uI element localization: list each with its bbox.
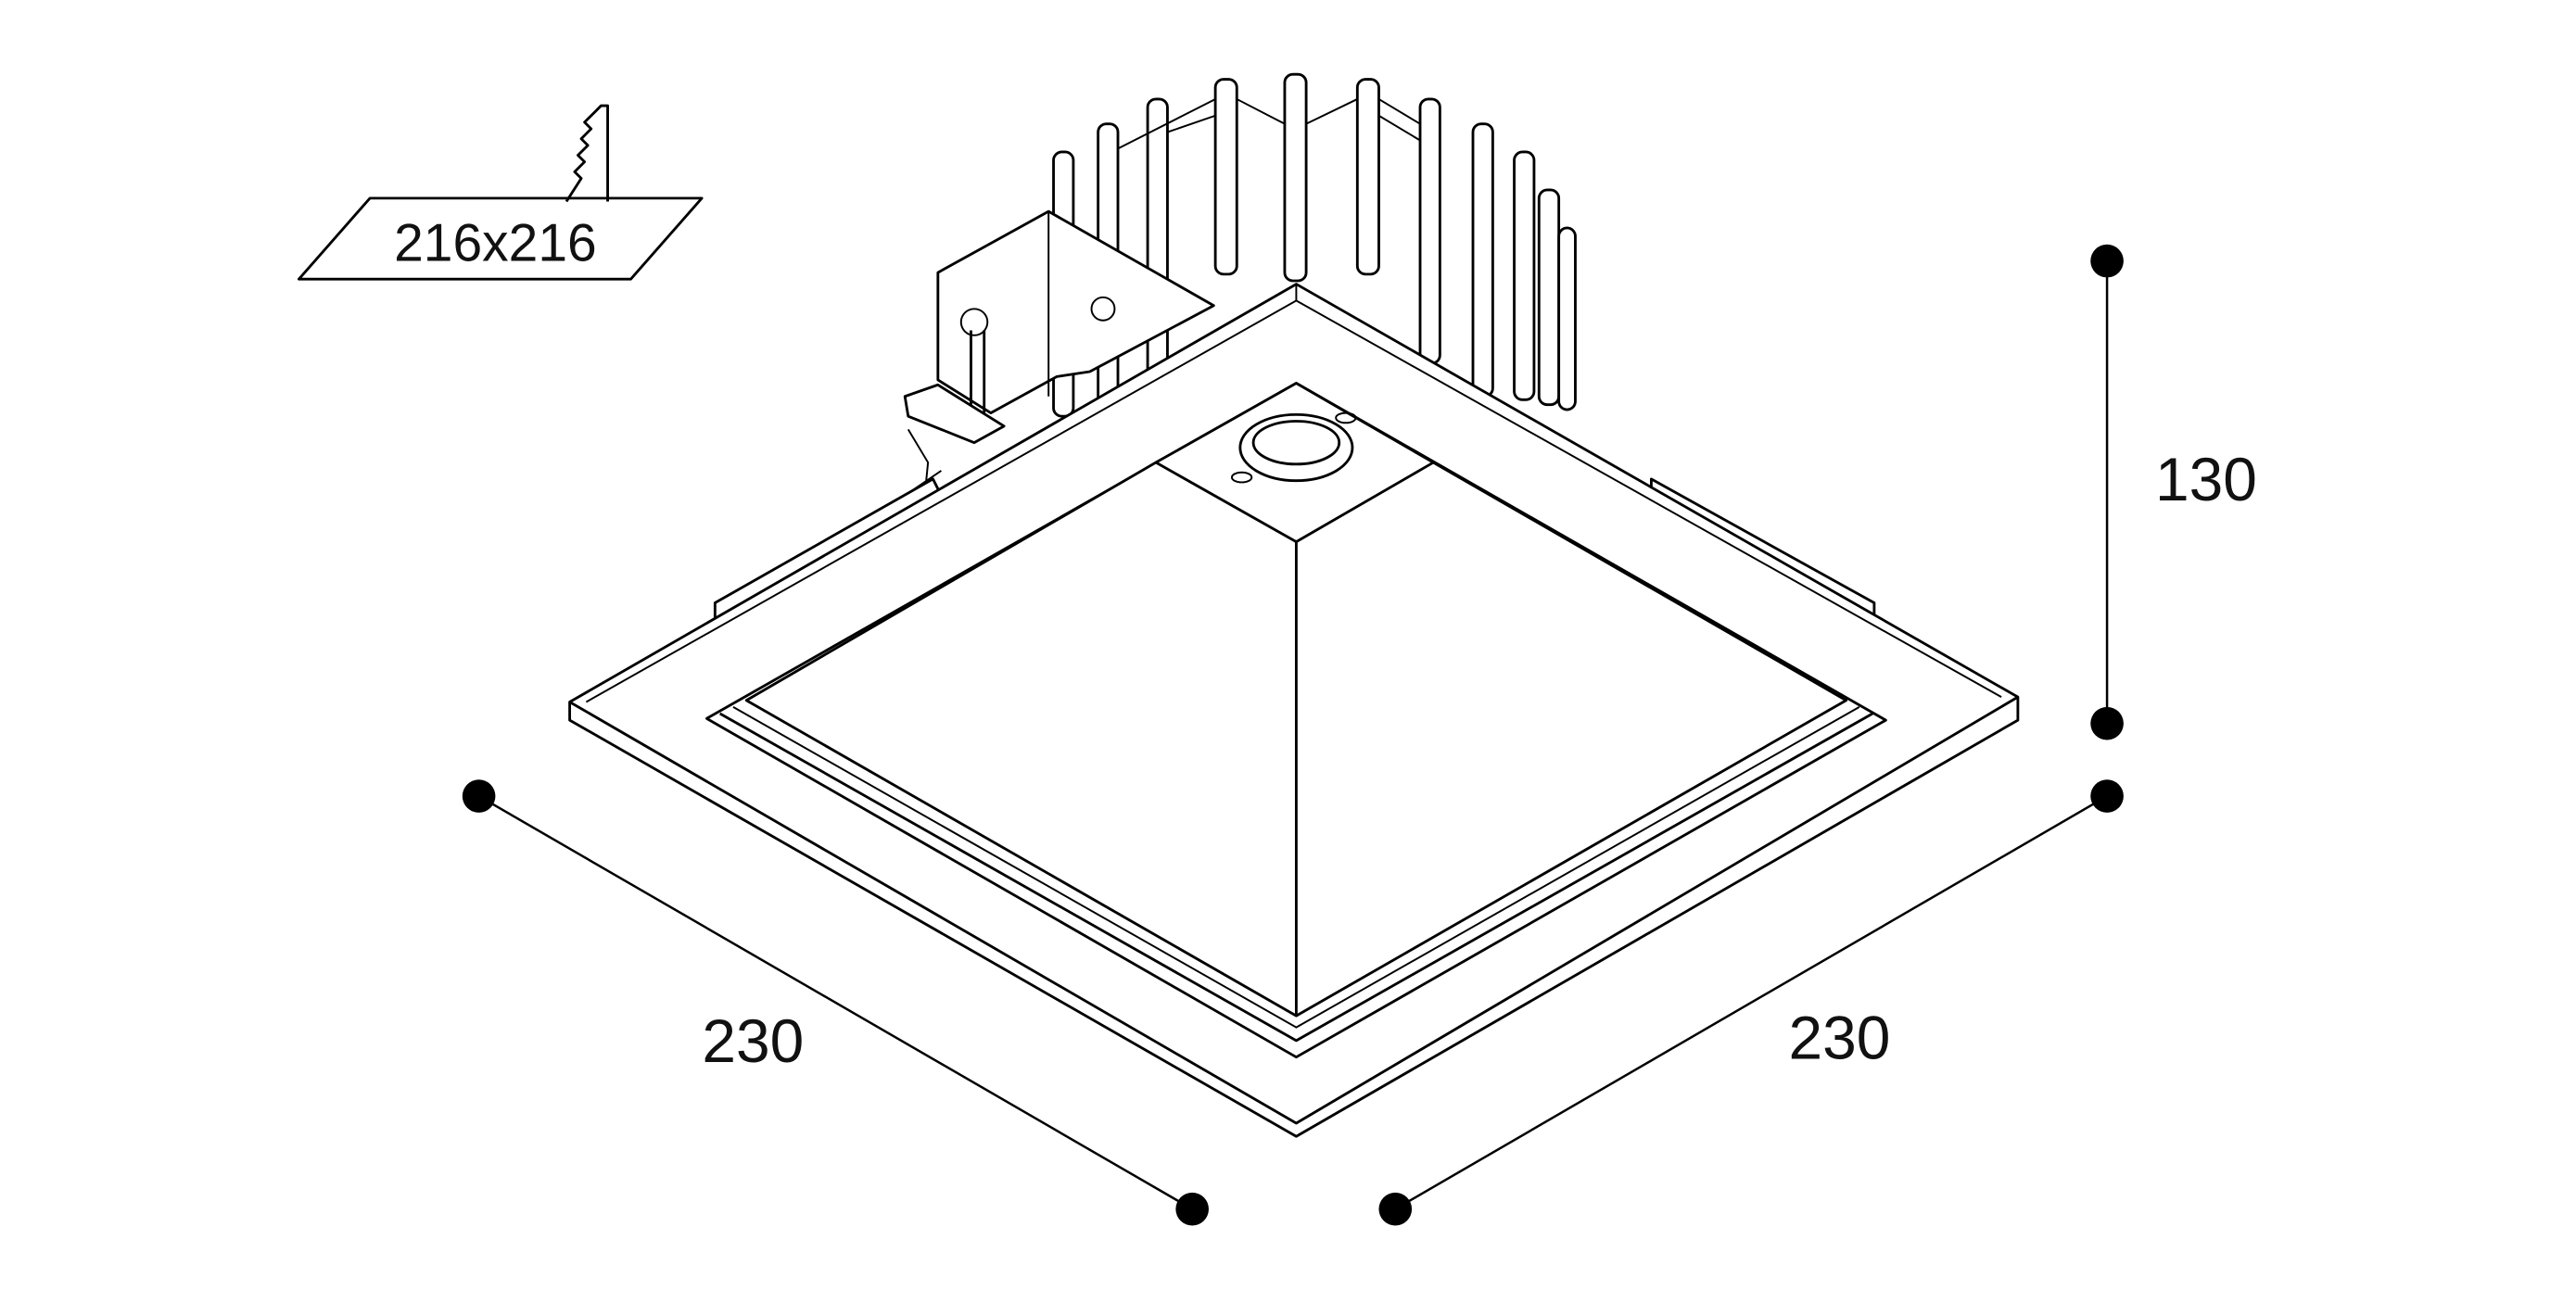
- dimension-dot: [2090, 706, 2124, 740]
- width-left-label: 230: [702, 1006, 804, 1075]
- width-right-label: 230: [1789, 1003, 1891, 1071]
- dimension-dot: [1175, 1192, 1209, 1226]
- dimension-right: 230: [1378, 779, 2124, 1226]
- dimension-dot: [2090, 244, 2124, 278]
- dimension-left: 230: [462, 779, 1209, 1226]
- trim-frame: [568, 283, 2020, 1138]
- height-label: 130: [2155, 445, 2257, 513]
- dimension-dot: [2090, 779, 2124, 813]
- cutout-size-label: 216x216: [394, 214, 597, 273]
- dimension-height: 130: [2090, 244, 2257, 740]
- dimension-dot: [1378, 1192, 1413, 1226]
- cutout-icon: 216x216: [298, 104, 704, 281]
- dimension-dot: [462, 779, 496, 813]
